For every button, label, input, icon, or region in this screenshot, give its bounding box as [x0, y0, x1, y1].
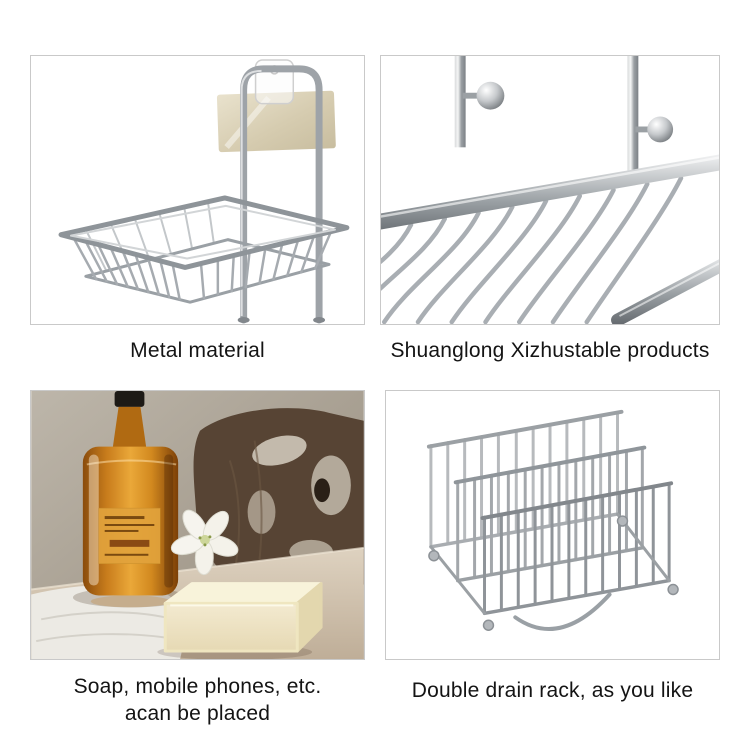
- chrome-frame: [237, 65, 326, 324]
- white-flower: [170, 509, 239, 576]
- basket-rim-tube: [381, 154, 719, 230]
- soap-bar: [157, 582, 323, 659]
- basket-closeup-illustration: [381, 56, 719, 324]
- caption-double-drain-rack: Double drain rack, as you like: [411, 679, 694, 702]
- basket-wires: [381, 175, 684, 324]
- caption-soap-placement-line2: acan be placed: [124, 702, 271, 725]
- ball-finial-right: [647, 116, 674, 143]
- wire-rack: [426, 409, 674, 631]
- caption-soap-placement: Soap, mobile phones, etc. acan be placed: [30, 673, 365, 727]
- lower-rim-tube: [611, 259, 719, 324]
- photo-basket-closeup: [380, 55, 720, 325]
- wire-basket: [58, 195, 350, 304]
- photo-drain-rack: [385, 390, 720, 660]
- caption-metal-material: Metal material: [130, 339, 265, 362]
- ball-finial-left: [476, 81, 505, 110]
- rack-feet: [428, 515, 679, 631]
- bottle-label: [98, 507, 161, 564]
- photo-soap-scene: [30, 390, 365, 660]
- soap-dish-illustration: [58, 59, 350, 324]
- amber-bottle: [82, 391, 179, 596]
- soap-scene-illustration: [31, 391, 364, 659]
- white-cloth: [31, 584, 184, 659]
- amber-reflection: [90, 595, 171, 608]
- mounting-tube-left: [454, 56, 505, 148]
- drain-rack-illustration: [426, 409, 679, 631]
- bottom-wire-loop: [513, 592, 612, 631]
- caption-soap-placement-line1: Soap, mobile phones, etc.: [73, 675, 322, 698]
- caption-shuanglong-products: Shuanglong Xizhustable products: [390, 339, 710, 362]
- photo-metal-soap-dish: [30, 55, 365, 325]
- mounting-tube-right: [627, 56, 674, 184]
